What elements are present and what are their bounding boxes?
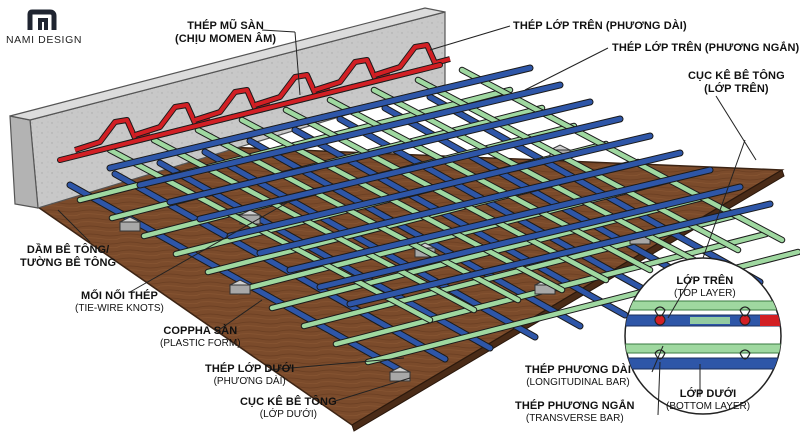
top-trans-bar <box>107 65 533 171</box>
tie-label: MỐI NỐI THÉP (TIE-WIRE KNOTS) <box>75 290 164 314</box>
top-trans-bar <box>197 116 623 222</box>
steel-cap-label: THÉP MŨ SÀN (CHỊU MOMEN ÂM) <box>175 20 277 45</box>
top-long-label: THÉP LỚP TRÊN (PHƯƠNG DÀI) <box>513 20 687 32</box>
spacer-top-label: CỤC KÊ BÊ TÔNG (LỚP TRÊN) <box>688 70 785 95</box>
top-trans-label: THÉP LỚP TRÊN (PHƯƠNG NGẮN) <box>612 42 800 54</box>
detail-bottom-layer-label: LỚP DƯỚI (BOTTOM LAYER) <box>666 388 751 412</box>
detail-long-bar-label: THÉP PHƯƠNG DÀI (LONGITUDINAL BAR) <box>525 364 631 388</box>
leader-lines <box>57 25 757 403</box>
detail-trans-bar-label: THÉP PHƯƠNG NGẮN (TRANSVERSE BAR) <box>515 400 635 424</box>
top-trans-bar <box>227 133 653 239</box>
bottom-long-label: THÉP LỚP DƯỚI (PHƯƠNG DÀI) <box>205 363 295 387</box>
top-trans-bar <box>347 201 773 307</box>
concrete-spacer-side <box>389 371 411 382</box>
top-trans-bar <box>257 150 683 256</box>
detail-top-layer-label: LỚP TRÊN (TOP LAYER) <box>674 275 736 299</box>
brand-name: NAMI DESIGN <box>6 34 83 46</box>
layer-detail-callout <box>624 257 782 416</box>
cap-distribution-bar <box>58 63 442 162</box>
spacer-bottom-label: CỤC KÊ BÊ TÔNG (LỚP DƯỚI) <box>240 396 337 420</box>
nami-logo-icon <box>27 9 57 30</box>
top-cap-bars <box>57 42 451 163</box>
cap-bar <box>374 43 451 77</box>
concrete-spacer-side <box>229 284 251 295</box>
top-trans-bar <box>167 99 593 205</box>
top-trans-bar <box>287 167 713 273</box>
beam-label: DẦM BÊ TÔNG/ TƯỜNG BÊ TÔNG <box>20 244 117 269</box>
form-label: COPPHA SÀN (PLASTIC FORM) <box>160 325 241 349</box>
concrete-spacer-side <box>119 221 141 232</box>
bottom-trans-bar <box>301 213 737 329</box>
top-trans-bar <box>137 82 563 188</box>
top-trans-bar <box>317 184 743 290</box>
top-layer-bars <box>106 64 786 324</box>
